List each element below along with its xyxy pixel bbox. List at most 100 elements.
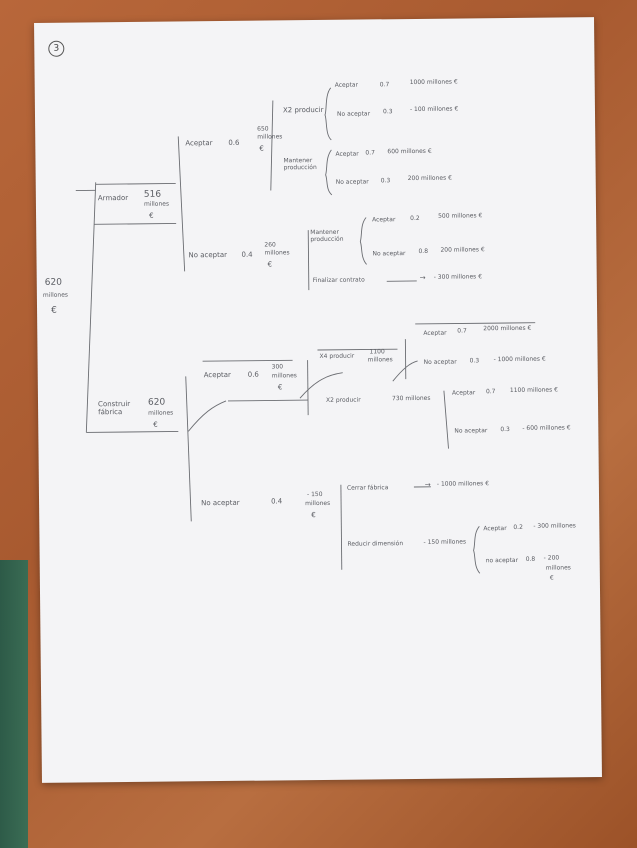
a-noacc-mant-no-label: No aceptar	[372, 251, 405, 258]
a-x2-no-value: - 100 millones €	[410, 107, 458, 114]
c-x4-value: 1100	[369, 349, 384, 356]
a-mant-no-value: 200 millones €	[408, 176, 452, 183]
a-noacc-value: 260	[264, 242, 276, 249]
root-vertical	[84, 182, 99, 432]
c-x4-acc-prob: 0.7	[457, 328, 467, 335]
root-unit: millones	[43, 293, 68, 300]
a-x2-acc-label: Aceptar	[335, 83, 358, 90]
red-brace	[473, 526, 479, 573]
armador-currency: €	[149, 212, 154, 220]
a-noacc-fin-arrow: →	[420, 274, 426, 282]
a-noacc-mant-acc-label: Aceptar	[372, 217, 395, 224]
a-x2-no-label: No aceptar	[337, 111, 370, 118]
a-aceptar-prob: 0.6	[228, 139, 239, 147]
c-noacc-prob: 0.4	[271, 497, 282, 505]
a-aceptar-currency: €	[259, 145, 264, 153]
armador-branch	[96, 183, 176, 184]
armador-underline	[94, 223, 176, 224]
armador-value: 516	[144, 190, 161, 201]
c-x4-no-prob: 0.3	[470, 358, 480, 365]
a-mant-acc-prob: 0.7	[365, 150, 375, 157]
astillero-label: Construir fábrica	[98, 400, 144, 417]
c-aceptar-arrow	[188, 401, 226, 431]
astillero-value: 620	[148, 398, 165, 409]
c-red-no-currency: €	[550, 576, 554, 583]
astillero-unit: millones	[148, 411, 173, 418]
c-x4-acc-label: Aceptar	[423, 331, 446, 338]
mant-brace	[325, 150, 331, 195]
a-noacc-currency: €	[268, 260, 273, 268]
a-noacc-mant-no-prob: 0.8	[418, 249, 428, 256]
c-red-acc-value: - 300 millones	[533, 523, 576, 530]
c-red-no-label: no aceptar	[486, 558, 518, 565]
a-x2-acc-value: 1000 millones €	[410, 80, 458, 87]
x4-acc-line	[415, 323, 535, 324]
desk-background	[0, 560, 28, 848]
c-x4-unit: millones	[368, 357, 393, 364]
c-aceptar-label: Aceptar	[204, 371, 231, 379]
c-x4-label: X4 producir	[320, 354, 355, 361]
c-split	[186, 376, 192, 521]
c-aceptar-underline	[228, 400, 308, 401]
c-red-acc-prob: 0.2	[513, 525, 523, 532]
c-x2-acc-value: 1100 millones €	[510, 387, 558, 394]
c-red-acc-label: Aceptar	[483, 526, 506, 533]
a-noacc-label: No aceptar	[188, 251, 227, 259]
a-noacc-mant-acc-value: 500 millones €	[438, 213, 482, 220]
a-noacc-fin-value: - 300 millones €	[434, 274, 482, 281]
c-noacc-split	[341, 485, 342, 570]
a-aceptar-unit: millones	[257, 134, 282, 141]
c-aceptar-line	[203, 360, 293, 361]
x2c-split	[444, 391, 449, 449]
c-x4-no-label: No aceptar	[424, 360, 457, 367]
c-reducir-label: Reducir dimensión	[347, 541, 403, 548]
a-x2-no-prob: 0.3	[383, 109, 393, 116]
a-aceptar-split	[270, 100, 274, 190]
c-x2-label: X2 producir	[326, 398, 361, 405]
c-x2-no-label: No aceptar	[454, 428, 487, 435]
c-red-no-unit: millones	[546, 565, 571, 572]
c-x2-no-prob: 0.3	[500, 427, 510, 434]
a-mant-no-prob: 0.3	[381, 178, 391, 185]
armador-split	[178, 136, 184, 271]
c-noacc-currency: €	[311, 511, 316, 519]
x2-brace	[325, 88, 332, 140]
a-noacc-fin-label: Finalizar contrato	[313, 278, 365, 285]
c-aceptar-value: 300	[272, 364, 284, 371]
paper-sheet: 3 620 millones €	[34, 17, 602, 783]
a-mantener-label: Mantener producción	[283, 158, 323, 172]
c-reducir-value: - 150 millones	[423, 539, 466, 546]
x4-arrow	[300, 373, 343, 398]
a-aceptar-value: 650	[257, 127, 269, 134]
a-mant-no-label: No aceptar	[336, 179, 369, 186]
c-noacc-unit: millones	[305, 501, 330, 508]
a-x2-acc-prob: 0.7	[380, 82, 390, 89]
a-noacc-unit: millones	[264, 250, 289, 257]
astillero-branch	[86, 431, 178, 432]
astillero-currency: €	[153, 421, 158, 429]
c-aceptar-split	[308, 360, 309, 415]
a-noacc-split	[308, 230, 309, 290]
c-aceptar-unit: millones	[272, 373, 297, 380]
c-cerrar-value: - 1000 millones €	[437, 481, 489, 488]
root-value: 620	[45, 278, 62, 289]
c-x2-acc-prob: 0.7	[486, 389, 496, 396]
c-x2-acc-label: Aceptar	[452, 390, 475, 397]
c-x2-value: 730 millones	[392, 396, 431, 403]
c-x4-no-value: - 1000 millones €	[494, 357, 546, 364]
c-x2-no-value: - 600 millones €	[522, 425, 570, 432]
a-aceptar-label: Aceptar	[185, 139, 212, 147]
c-red-no-prob: 0.8	[526, 557, 536, 564]
x4-top	[317, 349, 397, 350]
c-aceptar-prob: 0.6	[248, 371, 259, 379]
a-noacc-mant-acc-prob: 0.2	[410, 216, 420, 223]
a-x2-label: X2 producir	[283, 106, 324, 114]
c-cerrar-label: Cerrar fábrica	[347, 485, 389, 492]
noacc-mant-brace	[360, 217, 366, 264]
armador-label: Armador	[98, 194, 128, 202]
c-aceptar-currency: €	[278, 383, 283, 391]
a-noacc-mant-label: Mantener producción	[310, 230, 350, 244]
a-noacc-prob: 0.4	[241, 251, 252, 259]
root-currency: €	[51, 306, 57, 316]
c-cerrar-arrow: →	[425, 481, 431, 489]
